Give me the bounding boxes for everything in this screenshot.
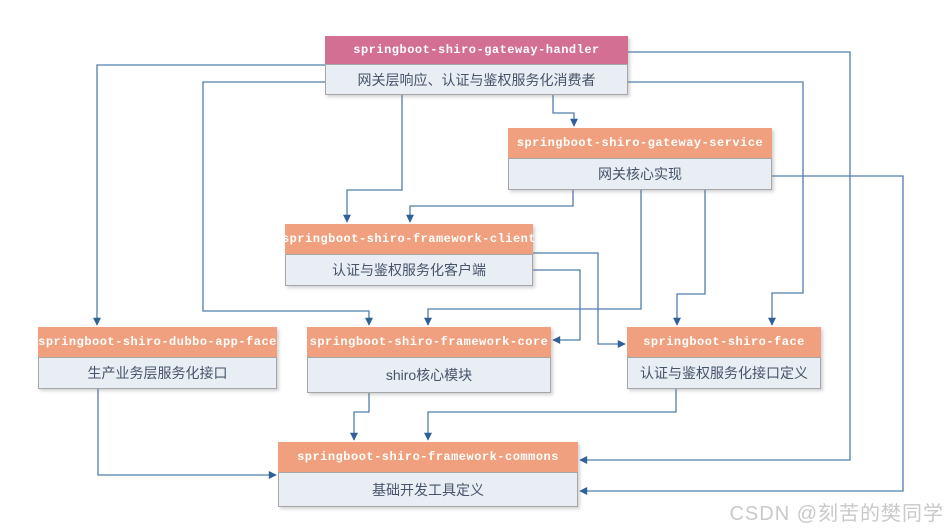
node-subtitle: 网关核心实现 <box>508 158 772 190</box>
edge-gateway-handler-to-shiro-face <box>628 81 804 326</box>
edge-gateway-handler-to-gateway-service <box>552 95 578 127</box>
node-title: springboot-shiro-framework-core <box>307 327 551 357</box>
node-title: springboot-shiro-face <box>627 327 821 357</box>
node-subtitle: 网关层响应、认证与鉴权服务化消费者 <box>325 64 628 95</box>
edge-framework-client-to-framework-core <box>533 269 581 344</box>
edge-gateway-service-to-framework-commons <box>579 175 904 495</box>
edge-gateway-service-to-shiro-face <box>673 190 706 326</box>
edge-framework-core-to-framework-commons <box>350 393 370 441</box>
node-subtitle: 基础开发工具定义 <box>278 472 578 507</box>
node-title: springboot-shiro-gateway-handler <box>325 36 628 64</box>
node-title: springboot-shiro-gateway-service <box>508 128 772 158</box>
edge-gateway-handler-to-framework-core <box>202 81 373 326</box>
node-title: springboot-shiro-dubbo-app-face <box>38 327 277 357</box>
edge-framework-client-to-shiro-face <box>533 252 626 348</box>
node-title: springboot-shiro-framework-client <box>282 224 536 254</box>
edge-gateway-handler-to-dubbo-app-face <box>93 64 325 326</box>
edge-dubbo-app-face-to-framework-commons <box>97 389 277 479</box>
node-subtitle: 认证与鉴权服务化接口定义 <box>627 357 821 389</box>
node-title: springboot-shiro-framework-commons <box>278 442 578 472</box>
edge-gateway-handler-to-framework-client <box>343 95 403 223</box>
edge-gateway-handler-to-framework-commons <box>579 51 851 464</box>
edge-shiro-face-to-framework-commons <box>424 389 677 441</box>
node-subtitle: 认证与鉴权服务化客户端 <box>285 254 533 286</box>
edge-gateway-service-to-framework-core <box>424 190 642 326</box>
node-subtitle: 生产业务层服务化接口 <box>38 357 277 389</box>
node-subtitle: shiro核心模块 <box>307 357 551 393</box>
watermark: CSDN @刻苦的樊同学 <box>729 503 944 525</box>
edge-gateway-service-to-framework-client <box>406 190 574 223</box>
